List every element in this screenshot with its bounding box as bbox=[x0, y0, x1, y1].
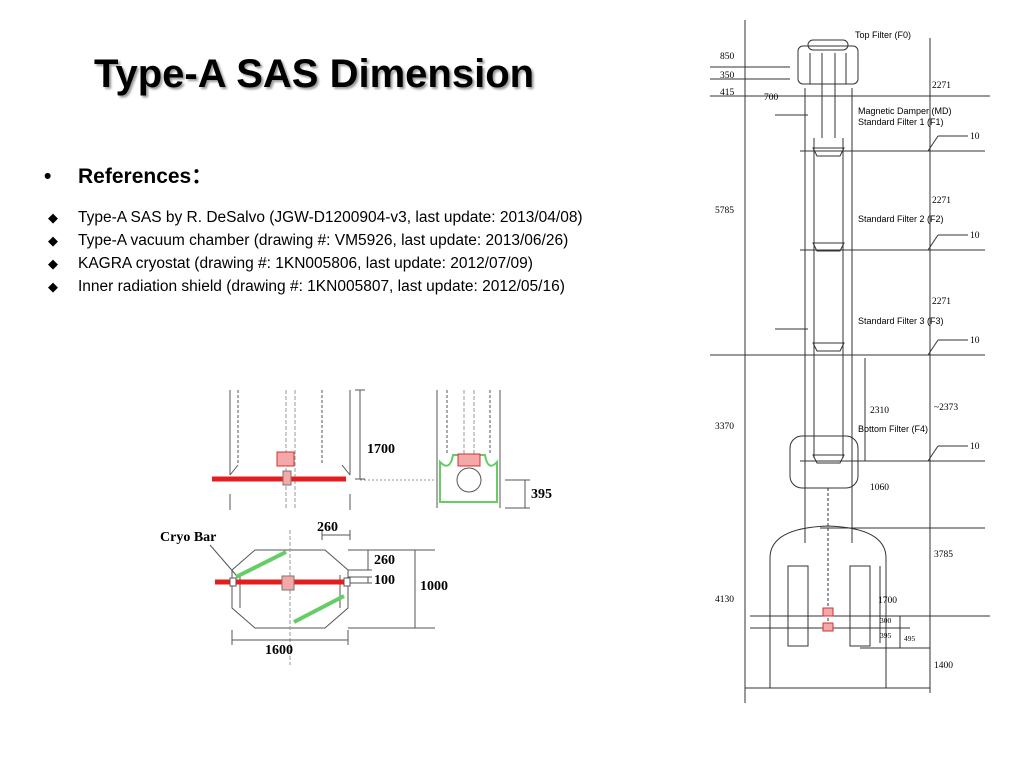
dim-395-sas: 395 bbox=[880, 631, 892, 640]
dim-260-right: 260 bbox=[374, 553, 395, 568]
dim-1060: 1060 bbox=[870, 483, 889, 493]
dim-5785: 5785 bbox=[715, 206, 734, 216]
diamond-bullet-icon: ◆ bbox=[48, 233, 58, 248]
diamond-bullet-icon: ◆ bbox=[48, 210, 58, 225]
reference-list: ◆ Type-A SAS by R. DeSalvo (JGW-D1200904-… bbox=[48, 206, 583, 298]
reference-text: Inner radiation shield (drawing #: 1KN00… bbox=[78, 278, 565, 295]
label-standard-filter-2: Standard Filter 2 (F2) bbox=[858, 214, 944, 224]
label-magnetic-damper: Magnetic Damper (MD) bbox=[858, 106, 952, 116]
dim-2310: 2310 bbox=[870, 406, 889, 416]
dim-1700: 1700 bbox=[367, 442, 395, 457]
reference-item: ◆ Type-A vacuum chamber (drawing #: VM592… bbox=[48, 229, 583, 252]
dim-2373: ~2373 bbox=[934, 403, 958, 413]
dim-2271-b: 2271 bbox=[932, 196, 951, 206]
label-top-filter: Top Filter (F0) bbox=[855, 30, 911, 40]
reference-text: Type-A SAS by R. DeSalvo (JGW-D1200904-v… bbox=[78, 209, 583, 226]
label-standard-filter-1: Standard Filter 1 (F1) bbox=[858, 117, 944, 127]
dim-350: 350 bbox=[720, 71, 735, 81]
dim-3370: 3370 bbox=[715, 422, 734, 432]
dim-415: 415 bbox=[720, 88, 735, 98]
references-bullet: • bbox=[44, 165, 52, 188]
dim-2271-c: 2271 bbox=[932, 297, 951, 307]
cryostat-drawing: 1700 395 260 260 100 1000 1600 Cryo Bar bbox=[160, 389, 552, 665]
reference-text: KAGRA cryostat (drawing #: 1KN005806, la… bbox=[78, 255, 533, 272]
sas-tower-drawing: Top Filter (F0) Magnetic Damper (MD) Sta… bbox=[710, 20, 990, 703]
page-title: Type-A SAS Dimension bbox=[94, 52, 535, 96]
references-label: References bbox=[78, 165, 192, 188]
dim-1000: 1000 bbox=[420, 579, 448, 594]
dim-495: 495 bbox=[904, 634, 916, 643]
reference-item: ◆ Type-A SAS by R. DeSalvo (JGW-D1200904-… bbox=[48, 206, 583, 229]
leader-value: 10 bbox=[970, 336, 980, 346]
dim-4130: 4130 bbox=[715, 595, 734, 605]
dim-395: 395 bbox=[531, 487, 552, 502]
dim-2271-a: 2271 bbox=[932, 81, 951, 91]
leader-value: 10 bbox=[970, 132, 980, 142]
leader-value: 10 bbox=[970, 442, 980, 452]
reference-text: Type-A vacuum chamber (drawing #: VM5926… bbox=[78, 232, 569, 249]
dim-300: 300 bbox=[880, 616, 892, 625]
leader-value: 10 bbox=[970, 231, 980, 241]
diamond-bullet-icon: ◆ bbox=[48, 256, 58, 271]
dim-3785: 3785 bbox=[934, 550, 953, 560]
reference-item: ◆ KAGRA cryostat (drawing #: 1KN005806, l… bbox=[48, 252, 583, 275]
label-standard-filter-3: Standard Filter 3 (F3) bbox=[858, 316, 944, 326]
dim-1600: 1600 bbox=[265, 643, 293, 658]
cryo-bar-label: Cryo Bar bbox=[160, 530, 216, 545]
dim-1700-sas: 1700 bbox=[878, 596, 897, 606]
references-colon: ： bbox=[191, 165, 213, 188]
diamond-bullet-icon: ◆ bbox=[48, 279, 58, 294]
dim-700: 700 bbox=[764, 93, 779, 103]
dim-100: 100 bbox=[374, 573, 395, 588]
references-heading: • References： bbox=[44, 160, 212, 190]
dim-1400: 1400 bbox=[934, 661, 953, 671]
reference-item: ◆ Inner radiation shield (drawing #: 1KN0… bbox=[48, 275, 583, 298]
dim-260-top: 260 bbox=[317, 520, 338, 535]
dim-850: 850 bbox=[720, 52, 735, 62]
label-bottom-filter: Bottom Filter (F4) bbox=[858, 424, 928, 434]
